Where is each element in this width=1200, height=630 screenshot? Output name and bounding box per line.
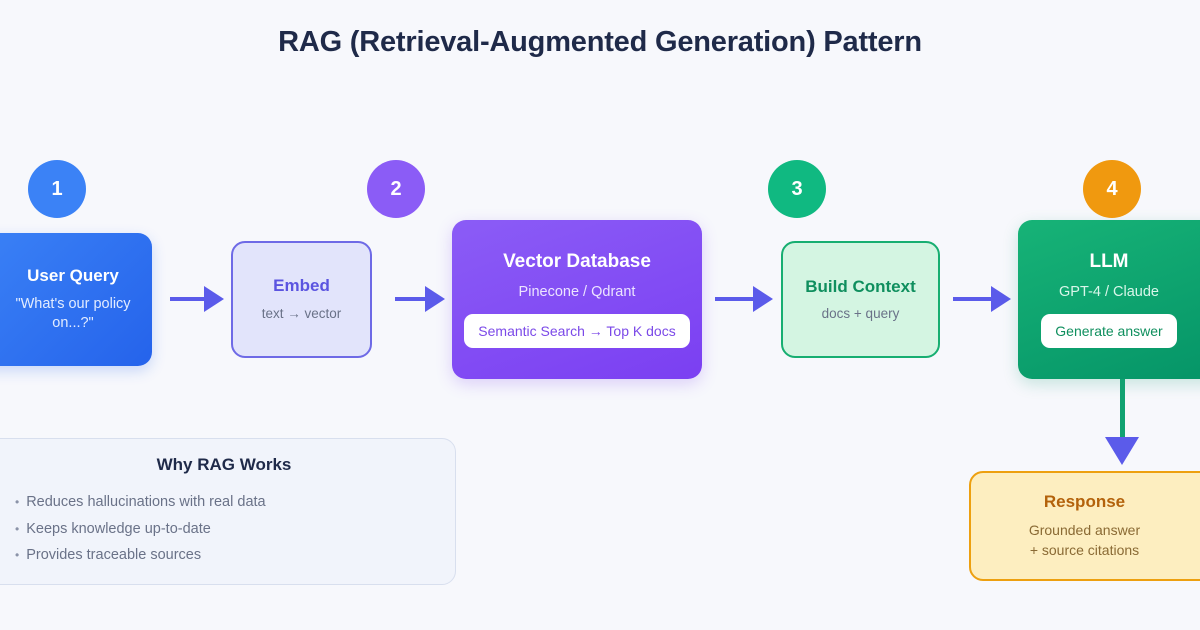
node-response: Response Grounded answer + source citati… [969, 471, 1200, 581]
arrow-query-to-embed [170, 286, 224, 312]
node-response-title: Response [1043, 491, 1126, 511]
bullet-icon: • [15, 495, 20, 509]
list-item: • Provides traceable sources [15, 542, 433, 569]
arrow-vectordb-to-context [715, 286, 773, 312]
node-embed: Embed text → vector [231, 241, 372, 358]
node-user-query-subtitle: "What's our policy on...?" [15, 296, 131, 332]
step-badge-2: 2 [367, 160, 425, 218]
node-build-context: Build Context docs + query [781, 241, 940, 358]
list-item: • Keeps knowledge up-to-date [15, 516, 433, 543]
arrow-head-icon [425, 286, 445, 312]
bullet-icon: • [15, 521, 20, 536]
arrow-head-icon [753, 286, 773, 312]
node-llm-subtitle: GPT-4 / Claude [1059, 283, 1159, 300]
node-response-subtitle: Grounded answer + source citations [1029, 520, 1140, 561]
arrow-head-down-icon [1105, 437, 1139, 465]
why-rag-works-list: • Reduces hallucinations with real data … [15, 489, 433, 569]
arrow-context-to-llm [953, 286, 1011, 312]
list-item-label: Reduces hallucinations with real data [26, 494, 266, 510]
arrow-shaft-vertical [1119, 379, 1125, 437]
arrow-head-icon [204, 286, 224, 312]
arrow-shaft [170, 297, 204, 301]
page-title: RAG (Retrieval-Augmented Generation) Pat… [278, 26, 922, 58]
node-llm-title: LLM [1089, 251, 1129, 273]
step-badge-1: 1 [28, 160, 86, 218]
arrow-llm-to-response [1105, 379, 1139, 465]
node-embed-subtitle: text → vector [261, 306, 342, 322]
arrow-embed-to-vectordb [395, 286, 445, 312]
arrow-shaft [395, 297, 425, 301]
node-embed-title: Embed [273, 276, 330, 296]
why-rag-works-title: Why RAG Works [156, 455, 292, 474]
node-build-context-subtitle: docs + query [821, 305, 900, 321]
node-vector-database: Vector Database Pinecone / Qdrant Semant… [452, 220, 702, 379]
bullet-icon: • [15, 548, 20, 562]
node-vector-database-subtitle: Pinecone / Qdrant [518, 283, 636, 300]
node-response-line-2: + source citations [1029, 542, 1140, 559]
node-user-query-title: User Query [27, 266, 119, 286]
arrow-shaft [953, 297, 991, 301]
node-vector-database-chip: Semantic Search → Top K docs [464, 313, 690, 348]
node-llm-chip: Generate answer [1041, 313, 1177, 348]
node-llm: LLM GPT-4 / Claude Generate answer [1018, 220, 1200, 379]
arrow-head-icon [991, 286, 1011, 312]
why-rag-works-panel: Why RAG Works • Reduces hallucinations w… [0, 438, 456, 585]
list-item-label: Keeps knowledge up-to-date [26, 520, 211, 537]
arrow-shaft [715, 297, 753, 301]
list-item: • Reduces hallucinations with real data [15, 489, 433, 516]
node-user-query: User Query "What's our policy on...?" [0, 233, 152, 366]
list-item-label: Provides traceable sources [26, 547, 202, 563]
step-badge-4: 4 [1083, 160, 1141, 218]
node-response-line-1: Grounded answer [1028, 521, 1141, 538]
node-build-context-title: Build Context [805, 276, 916, 296]
node-vector-database-title: Vector Database [503, 251, 651, 273]
step-badge-3: 3 [768, 160, 826, 218]
